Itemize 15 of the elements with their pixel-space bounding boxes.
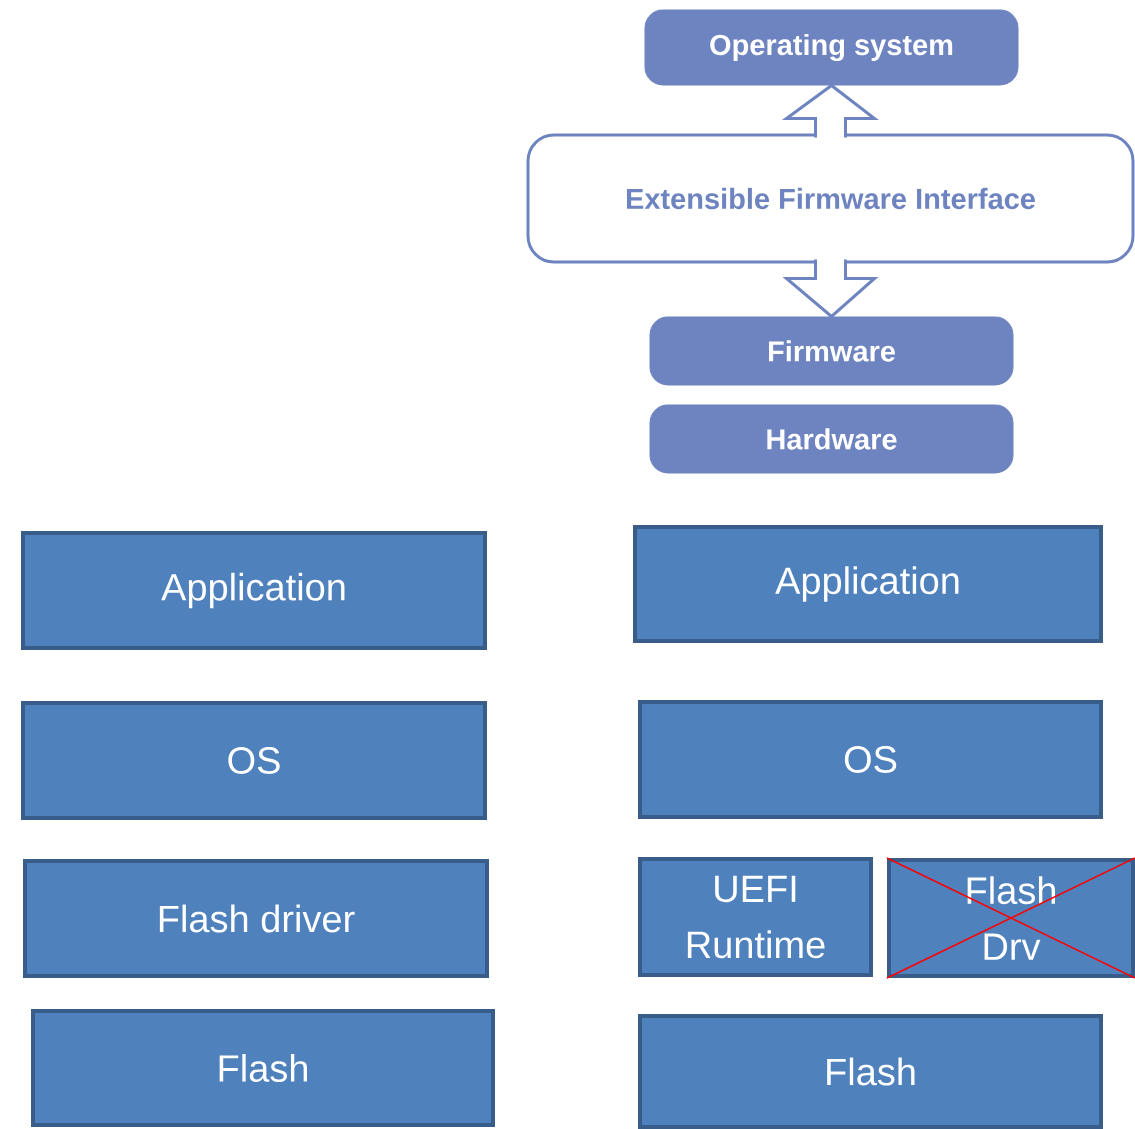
- layer-box: Firmware: [649, 316, 1014, 386]
- stack-box: Flash Drv: [887, 858, 1135, 978]
- stack-box: Application: [633, 525, 1103, 643]
- layer-box: Hardware: [649, 404, 1014, 474]
- layer-box: Operating system: [644, 9, 1019, 86]
- stack-box: OS: [21, 701, 487, 820]
- interface-box: Extensible Firmware Interface: [526, 133, 1135, 264]
- stack-box: Application: [21, 531, 487, 650]
- stack-box: UEFI Runtime: [638, 857, 873, 977]
- block-arrow: [782, 258, 879, 319]
- stack-box: OS: [638, 700, 1103, 819]
- stack-box: Flash driver: [23, 859, 489, 978]
- stack-box: Flash: [31, 1009, 495, 1127]
- block-arrow: [781, 83, 879, 139]
- stack-box: Flash: [638, 1014, 1103, 1129]
